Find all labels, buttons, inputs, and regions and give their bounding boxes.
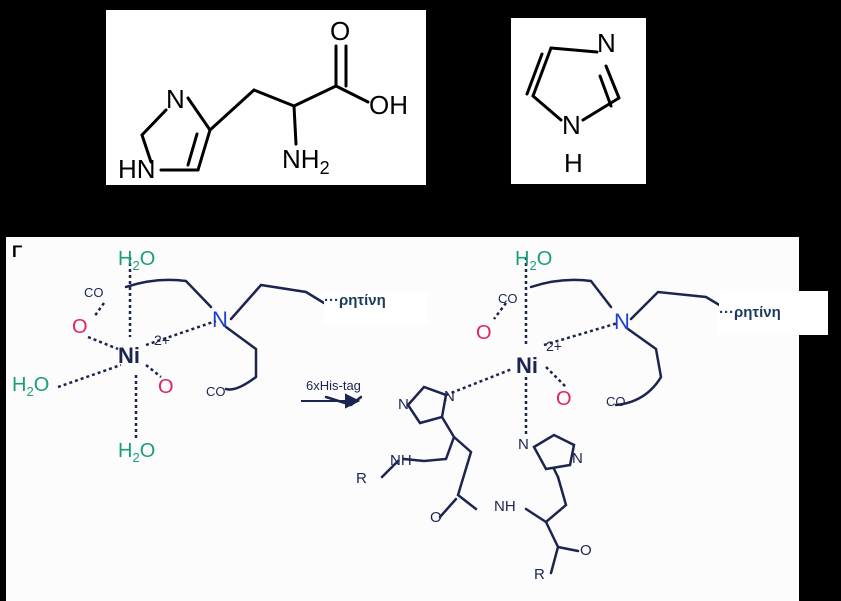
right-carbonyl-bottom: CO <box>606 394 626 409</box>
left-water-bottom-o: O <box>139 440 156 462</box>
right-protein-tag: ···ρητίνη <box>719 291 828 335</box>
left-nickel-charge: 2+ <box>154 332 170 348</box>
r-group-left: R <box>356 470 367 487</box>
left-water-left: H2O <box>12 375 49 398</box>
histidine-structure-panel: N HN O OH NH2 <box>106 10 426 185</box>
right-nickel: Ni <box>516 353 538 378</box>
right-carbonyl-top: CO <box>498 291 518 306</box>
left-water-top: H2O <box>118 249 155 272</box>
r-group-bottom: R <box>534 566 545 583</box>
left-water-bottom-h: H <box>118 440 133 462</box>
left-nitrogen: N <box>212 307 228 332</box>
carbonyl-oxygen-label: O <box>330 16 351 46</box>
histidine-bonds <box>140 44 370 172</box>
imidazole-bonds <box>525 46 621 122</box>
left-carbonyl-bottom: CO <box>206 384 226 399</box>
amino-nh: NH <box>282 144 320 174</box>
amino-group-label: NH2 <box>282 146 330 177</box>
ring-hn-label: HN <box>118 154 156 184</box>
his2-ring-n-right: N <box>572 450 583 467</box>
amino-subscript: 2 <box>319 158 330 179</box>
left-water-top-h: H <box>118 248 133 270</box>
imidazole-n-top: N <box>597 28 616 58</box>
left-protein-tag: ···ρητίνη <box>324 292 427 325</box>
right-protein-tag-text: ···ρητίνη <box>719 304 781 321</box>
nh-left-h: H <box>400 452 412 469</box>
imidazole-n-bottom: N <box>562 110 581 140</box>
right-water-top-sub: 2 <box>529 258 537 273</box>
terminal-oxygen: O <box>580 542 592 559</box>
left-water-top-o: O <box>139 248 156 270</box>
left-water-left-sub: 2 <box>26 384 34 399</box>
his1-ring-n-left: N <box>398 396 409 413</box>
his1-ring-n-top: N <box>444 388 455 405</box>
imidazole-structure-panel: N N H <box>511 18 646 184</box>
left-protein-tag-text: ···ρητίνη <box>324 292 386 309</box>
arrow-label: 6xHis-tag <box>306 378 361 393</box>
right-nickel-charge: 2+ <box>546 338 562 354</box>
left-carbonyl-top: CO <box>84 285 104 300</box>
hydroxyl-label: OH <box>369 90 408 120</box>
right-water-top: H2O <box>515 249 552 272</box>
panel-label: Γ <box>12 242 23 261</box>
left-water-left-o: O <box>33 374 50 396</box>
amide-nh: NH <box>494 498 516 515</box>
left-oxygen-top: O <box>72 316 88 338</box>
ring-nitrogen-label: N <box>166 84 185 114</box>
left-nickel: Ni <box>118 343 140 368</box>
right-oxygen-top: O <box>476 322 492 344</box>
left-water-top-sub: 2 <box>132 258 140 273</box>
right-nitrogen: N <box>614 309 630 334</box>
panel-g-bonds <box>57 257 728 575</box>
left-water-bottom: H2O <box>118 441 155 464</box>
amide-oxygen: O <box>430 509 442 526</box>
imidazole-h-bottom: H <box>564 148 583 178</box>
left-water-left-h: H <box>12 374 27 396</box>
nh-left-n: N <box>390 452 401 469</box>
left-oxygen-bottom: O <box>158 376 174 398</box>
left-water-bottom-sub: 2 <box>132 450 140 465</box>
right-water-top-o: O <box>536 248 553 270</box>
his2-ring-n-top: N <box>518 436 529 453</box>
right-oxygen-bottom: O <box>556 388 572 410</box>
nh-left: NH <box>390 453 412 468</box>
right-water-top-h: H <box>515 248 530 270</box>
